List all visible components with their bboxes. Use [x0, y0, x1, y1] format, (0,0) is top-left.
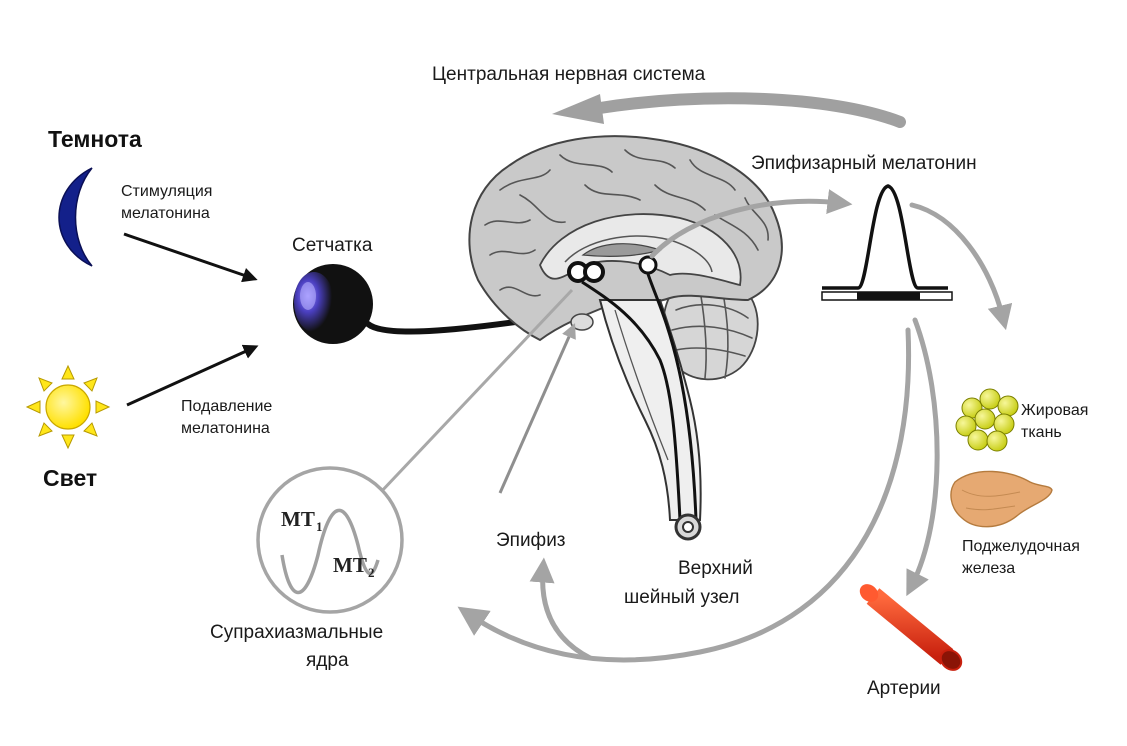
pineal-label: Эпифиз [496, 530, 566, 551]
fat-label-line1: Жировая [1021, 402, 1088, 419]
scn-connector-line [378, 288, 574, 495]
stimulation-label-line2: мелатонина [121, 205, 210, 222]
suppression-label-line2: мелатонина [181, 420, 270, 437]
melatonin-peak-chart [821, 184, 953, 301]
ganglion-label-line1: Верхний [678, 558, 753, 579]
cns-arrow-head [552, 94, 604, 124]
darkness-label: Темнота [48, 126, 142, 152]
fat-label-line2: ткань [1021, 424, 1062, 441]
mt2-sub: 2 [368, 565, 375, 580]
brain-illustration [468, 135, 783, 541]
pancreas-icon [950, 470, 1053, 528]
light-label: Свет [43, 465, 97, 491]
pineal-melatonin-label: Эпифизарный мелатонин [751, 153, 977, 174]
sun-icon [25, 364, 111, 450]
artery-icon [859, 584, 963, 671]
receptor-wave-icon: MT 1 MT 2 [256, 466, 404, 614]
stimulation-arrow [123, 232, 258, 283]
stimulation-label-line1: Стимуляция [121, 183, 212, 200]
suppression-arrow [126, 344, 259, 407]
pineal-to-melatonin-arrow [649, 189, 853, 259]
feedback-to-pineal-arrow [529, 557, 593, 661]
arteries-label: Артерии [867, 678, 941, 699]
pancreas-label-line2: железа [962, 560, 1015, 577]
feedback-main-arrow [457, 327, 912, 663]
pancreas-label-line1: Поджелудочная [962, 538, 1080, 555]
suppression-label-line1: Подавление [181, 398, 272, 415]
melatonin-to-tissue-arrow [909, 202, 1013, 331]
fat-cells-icon [955, 388, 1019, 452]
eye-icon [293, 264, 373, 344]
scn-label-line1: Супрахиазмальные [210, 622, 383, 643]
ganglion-label-line2: шейный узел [624, 587, 739, 608]
cns-label: Центральная нервная система [432, 64, 706, 85]
cns-arrow [594, 92, 906, 128]
melatonin-to-arteries-arrow [906, 317, 940, 597]
mt2-label: MT [333, 553, 367, 577]
retina-label: Сетчатка [292, 235, 373, 256]
mt1-label: MT [281, 507, 315, 531]
moon-icon [58, 167, 93, 267]
mt1-sub: 1 [316, 519, 323, 534]
pineal-pointer-arrow [498, 323, 576, 494]
scn-label-line2: ядра [306, 650, 349, 671]
